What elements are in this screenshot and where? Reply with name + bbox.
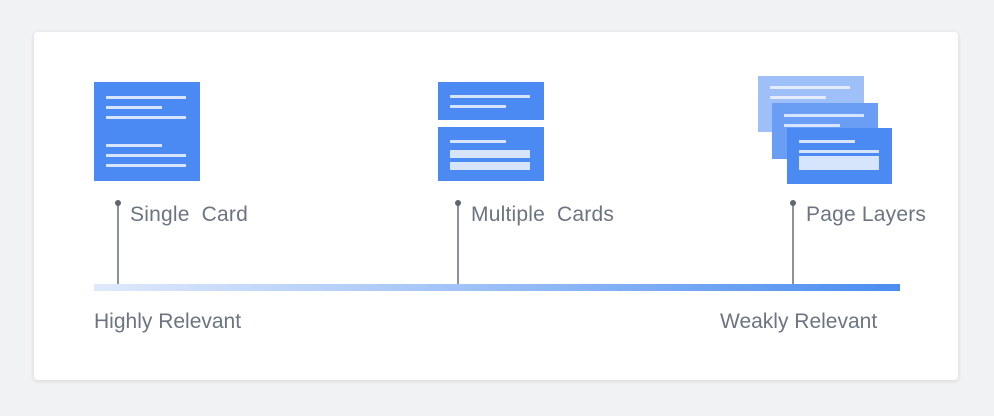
- marker-stem-single: [117, 204, 119, 284]
- page-layers-icon: [758, 76, 892, 184]
- multiple-cards-icon: [438, 82, 544, 181]
- scale-left-label: Highly Relevant: [94, 310, 242, 333]
- marker-stem-multiple: [457, 204, 459, 284]
- single-card-icon: [94, 82, 200, 181]
- relevance-gradient-bar: [94, 284, 900, 291]
- stage-label-layers: Page Layers: [806, 203, 927, 226]
- marker-dot-multiple: [455, 200, 461, 206]
- marker-stem-layers: [792, 204, 794, 284]
- marker-dot-layers: [790, 200, 796, 206]
- marker-dot-single: [115, 200, 121, 206]
- scale-right-label: Weakly Relevant: [720, 310, 878, 333]
- stage-label-single: Single Card: [130, 203, 248, 226]
- stage-label-multiple: Multiple Cards: [471, 203, 615, 226]
